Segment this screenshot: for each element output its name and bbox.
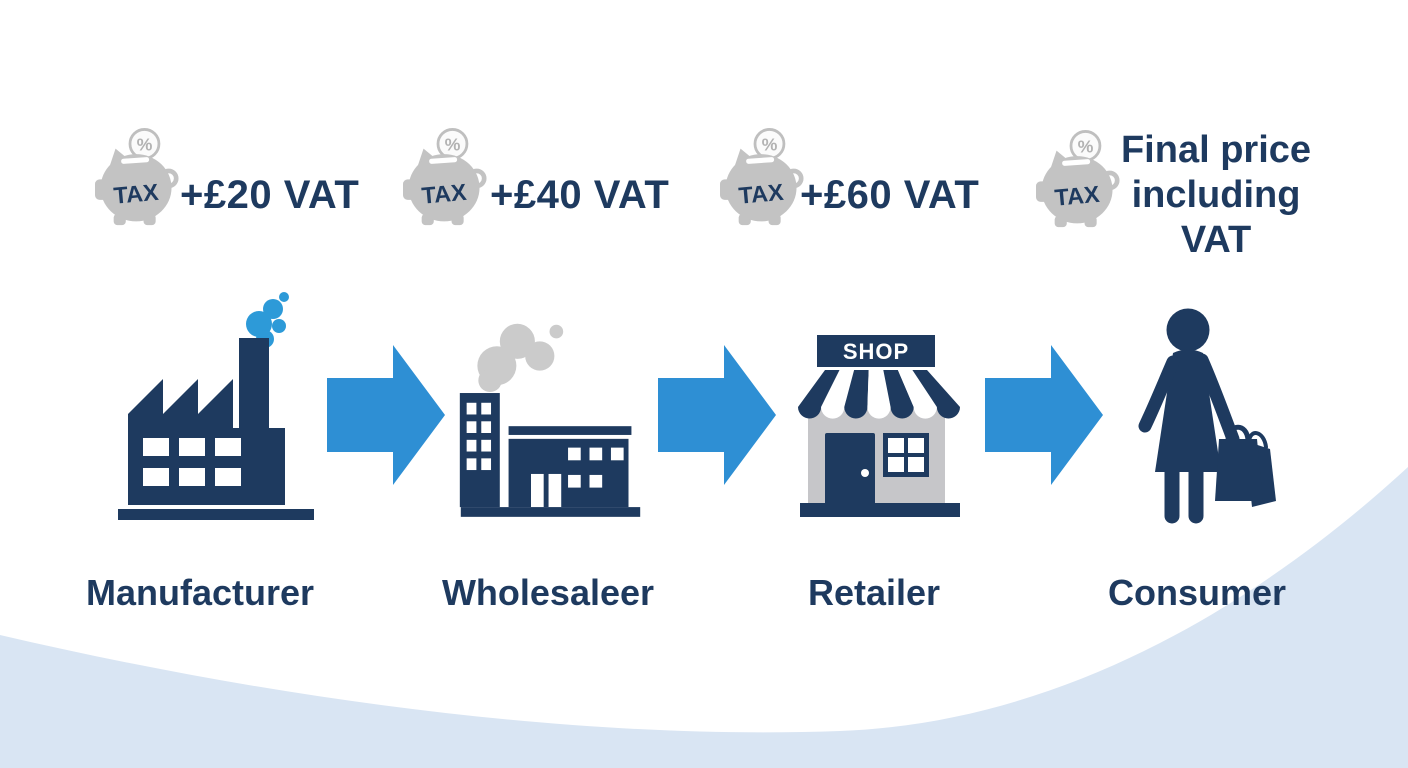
warehouse-tower-windows (466, 402, 492, 471)
tax-piggy-bank-icon: % TAX (403, 128, 487, 226)
stage-label-consumer: Consumer (1107, 572, 1287, 613)
coin-slot (121, 157, 150, 164)
percent-coin-icon: % (128, 128, 161, 160)
stage-label-retailer: Retailer (807, 572, 941, 613)
factory-chimney (239, 338, 269, 430)
tax-piggy-bank-icon: % TAX (95, 128, 179, 226)
tax-piggy-bank-icon: % TAX (720, 128, 804, 226)
shop-awning (798, 370, 960, 419)
shop-door (825, 433, 875, 507)
tax-badge: TAX (1054, 181, 1101, 211)
percent-coin-icon: % (436, 128, 469, 160)
warehouse-tower (459, 393, 500, 508)
warehouse-hall-openings (531, 447, 624, 508)
warehouse-icon (459, 323, 641, 517)
shop-sign-text: SHOP (843, 339, 909, 364)
warehouse-base (460, 507, 641, 517)
stage-label-manufacturer: Manufacturer (85, 572, 315, 613)
shopping-bags (1215, 424, 1276, 507)
tax-piggy-bank-icon: % TAX (1036, 130, 1120, 228)
consumer-head (1166, 308, 1210, 352)
percent-coin-icon: % (1069, 130, 1102, 162)
svg-text:%: % (1078, 136, 1094, 156)
flow-arrow-icon (985, 345, 1103, 485)
svg-text:%: % (762, 134, 778, 154)
percent-coin-icon: % (753, 128, 786, 160)
shop-icon: SHOP (798, 335, 960, 517)
flow-arrow-icon (658, 345, 776, 485)
factory-icon (118, 292, 314, 520)
warehouse-roof-bar (508, 426, 632, 435)
tax-amount-label: +£20 VAT (180, 173, 360, 217)
consumer-icon (1138, 308, 1276, 524)
tax-badge: TAX (738, 179, 785, 209)
svg-text:%: % (137, 134, 153, 154)
shop-window (883, 433, 929, 477)
final-price-label: Final price including VAT (1120, 129, 1312, 261)
warehouse-smoke (477, 323, 564, 393)
tax-amount-label: +£60 VAT (800, 173, 980, 217)
tax-badge: TAX (421, 179, 468, 209)
flow-arrow-icon (327, 345, 445, 485)
tax-badge: TAX (113, 179, 160, 209)
factory-base (118, 509, 314, 520)
pig-body (100, 154, 172, 222)
tax-amount-label: +£40 VAT (490, 173, 670, 217)
shop-sign (817, 335, 935, 367)
stage-label-wholesaler: Wholesaleer (441, 572, 655, 613)
factory-windows (143, 438, 241, 486)
svg-text:%: % (445, 134, 461, 154)
shop-base (800, 503, 960, 517)
